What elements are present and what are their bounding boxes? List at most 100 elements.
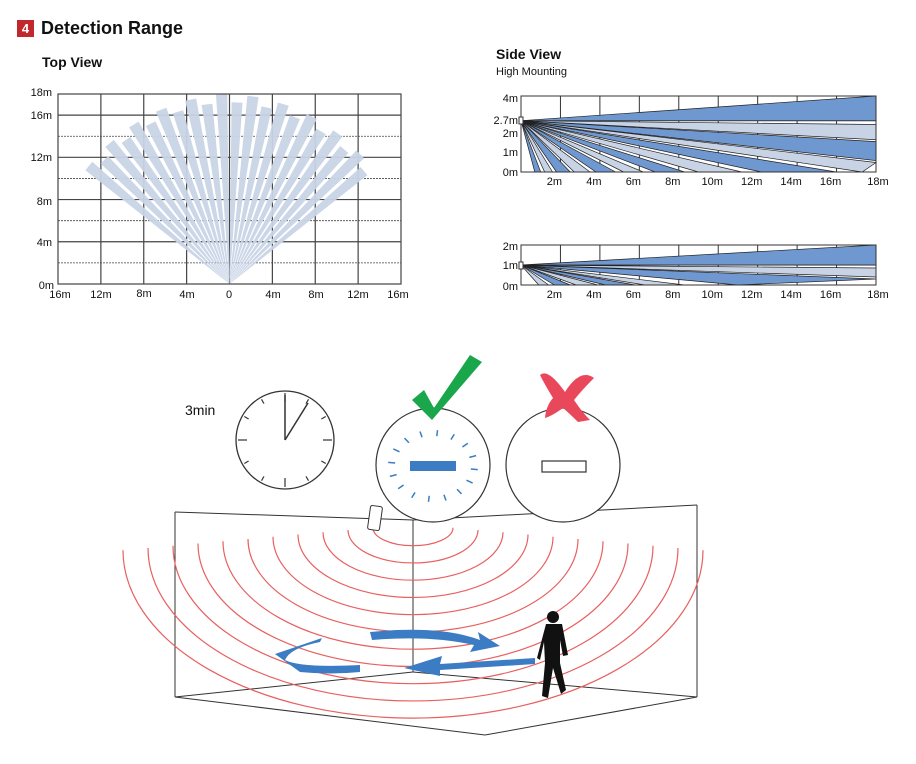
x-tick: 12m bbox=[347, 289, 368, 301]
y-tick: 1m bbox=[503, 147, 518, 159]
clock-icon bbox=[235, 390, 335, 490]
x-tick: 6m bbox=[626, 176, 641, 188]
indicator-ray bbox=[403, 437, 410, 444]
indicator-ray bbox=[411, 492, 416, 499]
y-tick: 0m bbox=[39, 280, 54, 292]
detection-wave bbox=[122, 550, 704, 719]
y-tick: 1m bbox=[503, 260, 518, 272]
person-silhouette-icon bbox=[537, 611, 568, 698]
x-tick: 18m bbox=[867, 289, 888, 301]
detection-beam bbox=[229, 150, 365, 284]
detection-wave bbox=[347, 529, 479, 564]
x-tick: 0 bbox=[226, 289, 232, 301]
indicator-ray bbox=[461, 442, 469, 448]
detection-beam bbox=[85, 161, 230, 284]
indicator-ray bbox=[469, 454, 477, 459]
x-tick: 16m bbox=[49, 289, 70, 301]
detection-wave bbox=[147, 547, 679, 702]
x-tick: 14m bbox=[780, 176, 801, 188]
detection-wave bbox=[222, 541, 604, 650]
detection-beam bbox=[229, 106, 273, 285]
x-tick: 4m bbox=[586, 176, 601, 188]
x-tick: 4m bbox=[179, 289, 194, 301]
clock-tick bbox=[321, 415, 327, 420]
detection-beam bbox=[100, 156, 230, 284]
detection-beam bbox=[520, 264, 877, 286]
detection-beam bbox=[229, 146, 349, 284]
y-tick: 16m bbox=[31, 110, 52, 122]
x-tick: 8m bbox=[665, 176, 680, 188]
y-tick: 2m bbox=[503, 241, 518, 253]
detection-beam bbox=[229, 95, 259, 284]
x-tick: 16m bbox=[387, 289, 408, 301]
sensor-active-indicator bbox=[375, 407, 491, 523]
y-tick: 0m bbox=[503, 167, 518, 179]
detection-beam bbox=[215, 94, 230, 284]
top-view-title: Top View bbox=[42, 54, 103, 70]
page-title: Detection Range bbox=[41, 18, 184, 38]
clock-tick bbox=[260, 476, 265, 482]
x-tick: 14m bbox=[780, 289, 801, 301]
x-tick: 2m bbox=[547, 289, 562, 301]
detection-beam bbox=[121, 136, 230, 284]
detection-wave bbox=[322, 532, 504, 581]
top-view-chart: 18m 16m 12m 8m 4m 0m 16m 12m 8m 4m 0 4m … bbox=[31, 87, 409, 301]
x-tick: 12m bbox=[90, 289, 111, 301]
check-icon bbox=[412, 355, 482, 420]
x-tick: 8m bbox=[136, 288, 151, 300]
y-tick: 4m bbox=[503, 93, 518, 105]
detection-beam bbox=[229, 130, 343, 284]
side-view-title: Side View bbox=[496, 46, 562, 62]
indicator-ray bbox=[397, 484, 405, 490]
indicator-ray bbox=[450, 433, 455, 440]
indicator-ray bbox=[393, 448, 400, 453]
detection-wave bbox=[372, 527, 454, 547]
detection-beam bbox=[155, 107, 230, 285]
side-view-subtitle: High Mounting bbox=[496, 66, 567, 78]
indicator-ray bbox=[419, 431, 423, 438]
detection-beam bbox=[229, 114, 317, 285]
x-tick: 2m bbox=[547, 176, 562, 188]
y-tick: 2.7m bbox=[494, 115, 518, 127]
x-tick: 10m bbox=[702, 289, 723, 301]
room-illustration: 3min bbox=[122, 355, 704, 736]
clock-tick bbox=[260, 398, 265, 404]
indicator-ray bbox=[389, 473, 397, 478]
x-tick: 16m bbox=[820, 289, 841, 301]
x-tick: 4m bbox=[586, 289, 601, 301]
detection-beam bbox=[520, 244, 877, 266]
x-tick: 4m bbox=[265, 289, 280, 301]
y-tick: 18m bbox=[31, 87, 52, 99]
detection-beam bbox=[105, 139, 230, 284]
detection-beam bbox=[229, 102, 289, 284]
x-tick: 16m bbox=[820, 176, 841, 188]
section-number-badge: 4 bbox=[17, 20, 34, 37]
x-tick: 10m bbox=[702, 176, 723, 188]
detection-beam bbox=[172, 110, 230, 284]
detection-beam bbox=[129, 121, 230, 284]
y-tick: 8m bbox=[37, 196, 52, 208]
detection-beam bbox=[520, 120, 877, 173]
detection-beam bbox=[145, 121, 230, 284]
indicator-ray bbox=[466, 479, 473, 484]
clock-tick bbox=[321, 460, 327, 465]
clock-tick bbox=[243, 415, 249, 420]
y-tick: 0m bbox=[503, 281, 518, 293]
timer-label: 3min bbox=[185, 402, 215, 418]
clock-tick bbox=[243, 460, 249, 465]
x-tick: 6m bbox=[626, 289, 641, 301]
clock-tick bbox=[305, 476, 310, 482]
detection-beam bbox=[229, 167, 368, 284]
x-tick: 12m bbox=[741, 289, 762, 301]
detection-wave bbox=[172, 545, 654, 685]
detection-wave bbox=[272, 536, 554, 616]
y-tick: 12m bbox=[31, 152, 52, 164]
sensor-inactive-indicator bbox=[505, 407, 621, 523]
indicator-ray bbox=[388, 461, 396, 464]
detection-wave bbox=[297, 534, 529, 599]
y-tick: 4m bbox=[37, 237, 52, 249]
x-tick: 8m bbox=[308, 289, 323, 301]
detection-beam bbox=[229, 102, 243, 284]
